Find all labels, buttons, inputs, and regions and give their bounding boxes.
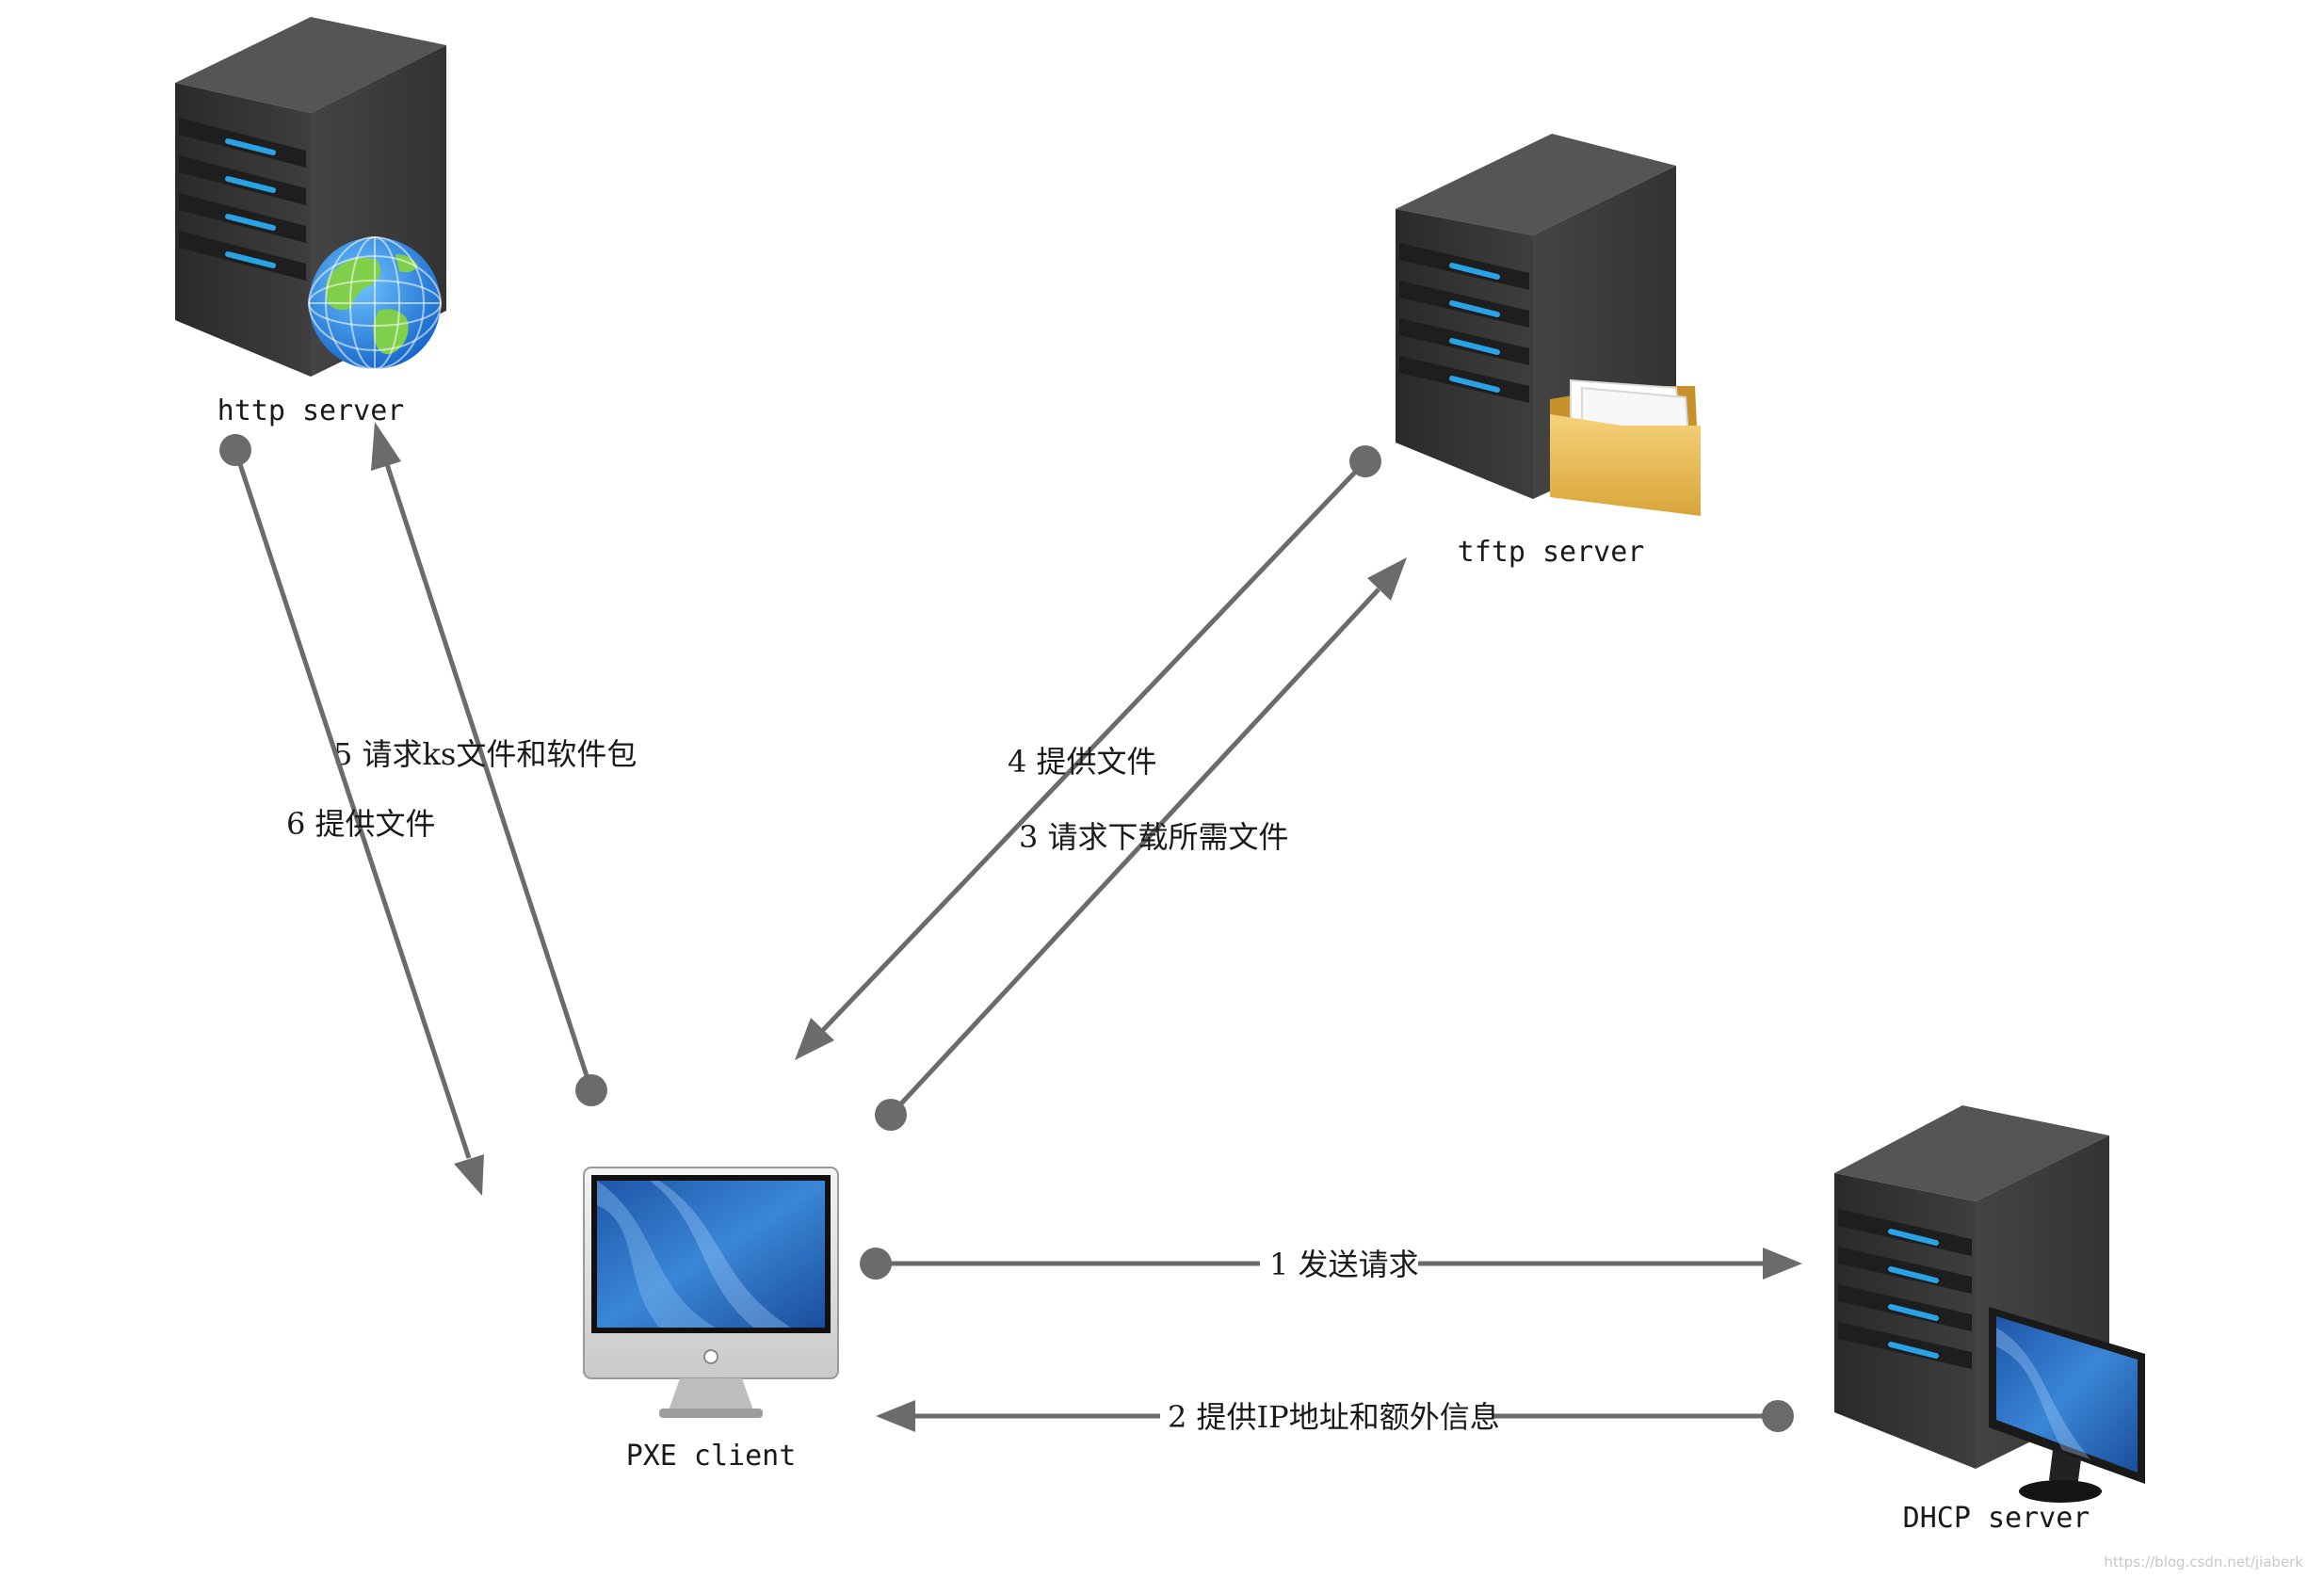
edge-label-6: 6 提供文件 xyxy=(286,806,436,842)
edge-arrowhead xyxy=(876,1400,915,1432)
edge-arrowhead xyxy=(1367,557,1407,601)
edge-start-dot xyxy=(875,1099,907,1131)
edge-start-dot xyxy=(575,1074,607,1106)
desktop-monitor-icon xyxy=(583,1167,839,1418)
server-folder-icon xyxy=(1396,134,1701,516)
edge-start-dot xyxy=(1762,1400,1794,1432)
tftp-server-node: tftp server xyxy=(1396,134,1701,569)
edge-label-5: 5 请求ks文件和软件包 xyxy=(333,736,637,772)
edge-label-1: 1 发送请求 xyxy=(1269,1247,1419,1282)
dhcp-server-label: DHCP server xyxy=(1903,1502,2090,1535)
edge-step-5: 5 请求ks文件和软件包 xyxy=(333,422,637,1106)
edge-step-4: 4 提供文件 xyxy=(795,445,1381,1060)
edge-step-2: 2 提供IP地址和额外信息 xyxy=(876,1393,1794,1437)
edge-label-4: 4 提供文件 xyxy=(1008,744,1157,780)
pxe-client-node: PXE client xyxy=(583,1167,839,1473)
edge-label-3: 3 请求下载所需文件 xyxy=(1019,819,1289,855)
server-globe-icon xyxy=(175,17,446,377)
edge-arrowhead xyxy=(795,1018,834,1060)
connectors: 1 发送请求 2 提供IP地址和额外信息 3 请求下载所需文件 4 提供文件 xyxy=(219,422,1802,1437)
edge-start-dot xyxy=(219,434,251,466)
edge-step-1: 1 发送请求 xyxy=(860,1241,1802,1284)
http-server-label: http server xyxy=(218,394,405,427)
edge-step-3: 3 请求下载所需文件 xyxy=(875,557,1407,1131)
small-monitor-icon xyxy=(1989,1307,2145,1503)
pxe-client-label: PXE client xyxy=(626,1440,797,1473)
globe-icon xyxy=(308,236,442,370)
edge-arrowhead xyxy=(371,422,401,471)
edge-label-2: 2 提供IP地址和额外信息 xyxy=(1168,1399,1500,1435)
edge-start-dot xyxy=(860,1248,892,1280)
edge-step-6: 6 提供文件 xyxy=(219,434,484,1196)
dhcp-server-node: DHCP server xyxy=(1834,1105,2145,1535)
edge-arrowhead xyxy=(454,1154,484,1196)
watermark: https://blog.csdn.net/jiaberk xyxy=(2104,1554,2303,1570)
tftp-server-label: tftp server xyxy=(1458,536,1645,569)
edge-arrowhead xyxy=(1763,1248,1802,1280)
edge-start-dot xyxy=(1349,445,1381,477)
folder-icon xyxy=(1550,378,1701,516)
http-server-node: http server xyxy=(175,17,446,427)
server-monitor-icon xyxy=(1834,1105,2145,1503)
